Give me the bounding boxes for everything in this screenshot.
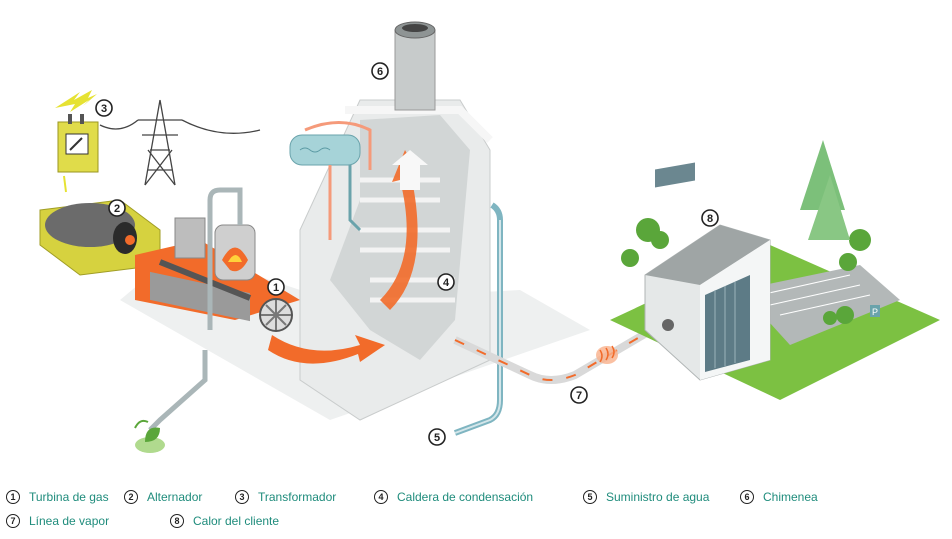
legend-label: Línea de vapor [29, 514, 110, 528]
legend-number: 3 [235, 490, 249, 504]
callout-7: 7 [570, 386, 588, 404]
legend-item-gas-turbine: 1 Turbina de gas [6, 490, 109, 504]
legend-number: 6 [740, 490, 754, 504]
callout-1: 1 [267, 278, 285, 296]
legend-number: 5 [583, 490, 597, 504]
callout-6: 6 [371, 62, 389, 80]
callout-3: 3 [95, 99, 113, 117]
callout-5: 5 [428, 428, 446, 446]
callout-2: 2 [108, 199, 126, 217]
legend-item-customer-heat: 8 Calor del cliente [170, 514, 279, 528]
legend-number: 8 [170, 514, 184, 528]
legend-item-chimney: 6 Chimenea [740, 490, 818, 504]
legend-label: Turbina de gas [29, 490, 109, 504]
steam-line [453, 321, 663, 384]
legend-item-alternator: 2 Alternador [124, 490, 202, 504]
exhaust-flow-arrow [268, 335, 385, 364]
customer-site: P [610, 140, 940, 400]
legend-item-water-supply: 5 Suministro de agua [583, 490, 709, 504]
svg-text:6: 6 [377, 66, 383, 78]
legend-item-boiler: 4 Caldera de condensación [374, 490, 533, 504]
svg-text:3: 3 [101, 103, 107, 115]
legend: 1 Turbina de gas 2 Alternador 3 Transfor… [0, 482, 952, 539]
intake-pipe [207, 187, 243, 330]
svg-text:2: 2 [114, 203, 120, 215]
chimney [394, 21, 436, 111]
legend-item-steam-line: 7 Línea de vapor [6, 514, 109, 528]
callout-4: 4 [437, 273, 455, 291]
boiler [299, 99, 493, 421]
svg-text:8: 8 [707, 213, 713, 225]
legend-number: 4 [374, 490, 388, 504]
svg-text:P: P [872, 307, 878, 317]
legend-number: 2 [124, 490, 138, 504]
legend-number: 1 [6, 490, 20, 504]
legend-label: Calor del cliente [193, 514, 280, 528]
svg-text:4: 4 [443, 277, 450, 289]
exhaust-return-pipe [148, 350, 208, 432]
condenser [289, 121, 372, 240]
legend-label: Chimenea [763, 490, 818, 504]
tree-icons [621, 140, 871, 325]
svg-text:5: 5 [434, 432, 440, 444]
leaf-icon [134, 419, 165, 453]
transmission-tower [99, 99, 261, 186]
svg-text:1: 1 [273, 282, 279, 294]
lightning-icon [55, 90, 97, 112]
transformer [57, 114, 99, 193]
legend-item-transformer: 3 Transformador [235, 490, 336, 504]
alternator [39, 199, 161, 276]
legend-number: 7 [6, 514, 20, 528]
up-arrow [392, 150, 428, 190]
svg-text:7: 7 [576, 390, 582, 402]
legend-label: Alternador [147, 490, 203, 504]
callout-8: 8 [701, 209, 719, 227]
gas-turbine [150, 217, 293, 332]
legend-label: Caldera de condensación [397, 490, 534, 504]
parking-sign: P [870, 305, 880, 317]
plant-illustration: P 1 2 3 4 5 6 7 8 [39, 21, 940, 453]
legend-label: Suministro de agua [606, 490, 710, 504]
legend-label: Transformador [258, 490, 337, 504]
